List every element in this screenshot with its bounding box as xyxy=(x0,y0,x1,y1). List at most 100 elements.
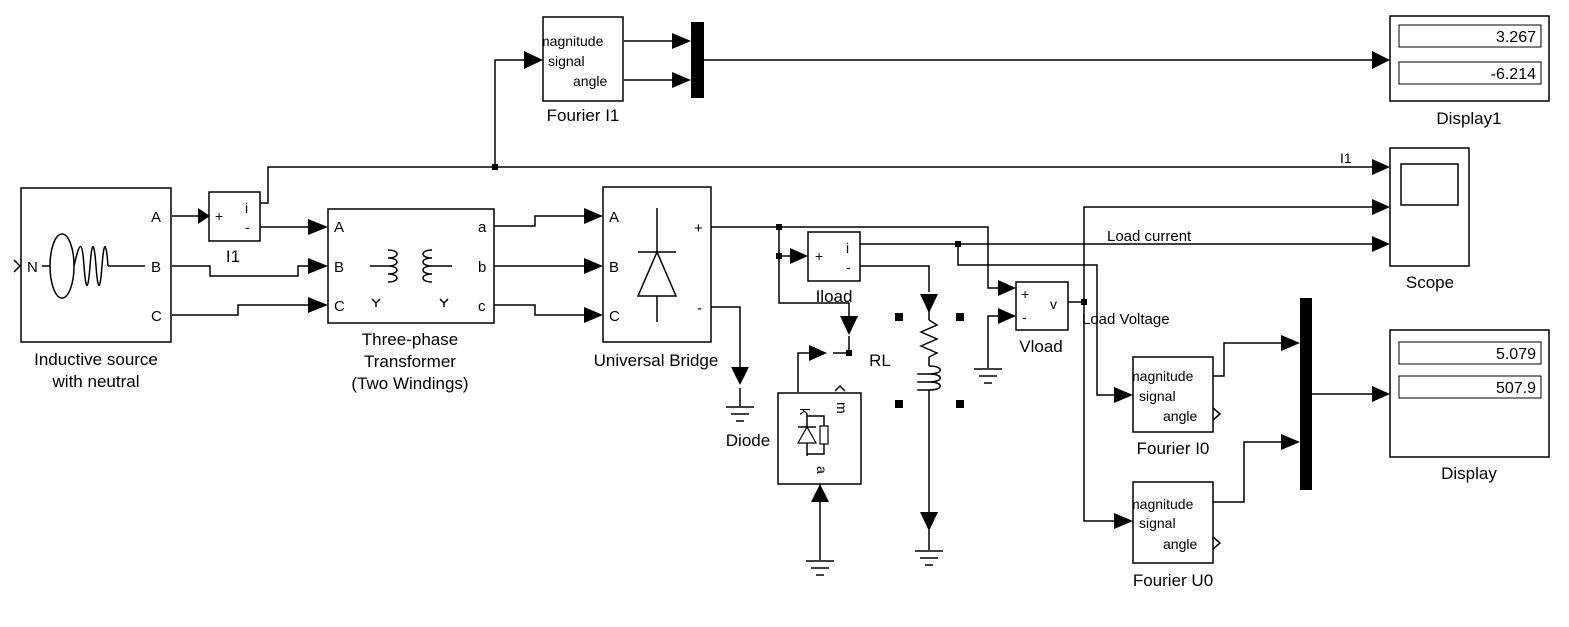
ground-icon xyxy=(974,368,1002,384)
wire-transformer-a-to-bridge xyxy=(494,215,590,227)
wire-i1-signal xyxy=(260,166,1372,204)
wire-plus-to-iload xyxy=(778,227,850,318)
port-label: - xyxy=(245,219,250,235)
port-label: a xyxy=(478,219,487,236)
block-caption: Fourier I0 xyxy=(1137,439,1210,458)
i1-meter-block[interactable]: + i - I1 xyxy=(208,191,261,266)
port-label: + xyxy=(215,208,223,224)
arrow-right-icon xyxy=(672,72,691,88)
arrow-right-icon xyxy=(998,308,1016,324)
port-label: B xyxy=(334,259,344,276)
diode-snubber-icon xyxy=(796,414,829,456)
scope-screen-icon xyxy=(1400,163,1459,206)
port-label: i xyxy=(846,240,849,256)
arrow-right-icon xyxy=(584,258,603,274)
block-caption: Three-phase xyxy=(362,330,458,349)
arrow-right-icon xyxy=(1281,434,1300,450)
port-label: B xyxy=(609,259,619,276)
fourier-i1-block[interactable]: magnitude signal angle Fourier I1 xyxy=(538,16,624,125)
universal-bridge-block[interactable]: A B C + - Universal Bridge xyxy=(594,186,719,370)
wire-load-voltage-to-fu0 xyxy=(1083,302,1118,522)
display-block[interactable]: 5.079 507.9 Display xyxy=(1389,329,1550,483)
iload-meter-block[interactable]: + i - Iload xyxy=(807,231,861,306)
port-label: - xyxy=(1022,309,1027,325)
port-label: + xyxy=(1021,286,1029,302)
arrow-right-icon xyxy=(809,345,827,361)
wire-vload-minus xyxy=(987,315,1004,368)
block-caption: I1 xyxy=(226,247,240,266)
arrow-down-icon xyxy=(920,294,938,313)
arrow-right-icon xyxy=(672,33,691,49)
arrow-right-icon xyxy=(1372,236,1390,252)
port-label: signal xyxy=(548,53,585,69)
arrow-right-icon xyxy=(1372,386,1390,402)
arrow-up-icon xyxy=(811,484,829,502)
arrow-right-icon xyxy=(1372,159,1390,175)
diode-block[interactable]: k m a Diode xyxy=(726,384,862,485)
block-caption: Fourier I1 xyxy=(547,106,620,125)
display-field xyxy=(1398,341,1542,365)
arrow-down-icon xyxy=(731,367,749,385)
wire-load-voltage xyxy=(1068,206,1372,303)
junctions xyxy=(492,164,1087,356)
arrow-right-icon xyxy=(1114,513,1133,529)
wire-load-current-to-fi0 xyxy=(957,244,1118,396)
mux-bar[interactable] xyxy=(691,22,704,98)
rl-block[interactable]: RL xyxy=(869,313,964,408)
arrow-right-icon xyxy=(308,297,328,313)
display1-block[interactable]: 3.267 -6.214 Display1 xyxy=(1389,15,1550,128)
fourier-i0-block[interactable]: magnitude signal angle Fourier I0 xyxy=(1128,356,1222,458)
junction-dot xyxy=(776,224,782,230)
junction-dot xyxy=(955,241,961,247)
port-label: + xyxy=(694,220,703,237)
arrow-right-icon xyxy=(524,51,543,69)
display-value: 3.267 xyxy=(1496,29,1536,46)
signal-label-i1: I1 xyxy=(1340,150,1352,166)
vload-meter-block[interactable]: + - v Vload xyxy=(1015,281,1069,356)
port-label: A xyxy=(609,209,619,226)
mux-bar[interactable] xyxy=(1300,298,1312,490)
port-label: + xyxy=(815,248,823,264)
block-caption: with neutral xyxy=(52,372,140,391)
arrowheads xyxy=(198,33,1390,531)
wire-fi0-mag xyxy=(1213,342,1284,377)
port-label: angle xyxy=(1163,408,1197,424)
port-label: C xyxy=(609,308,620,325)
ground-symbols xyxy=(726,368,1002,576)
block-caption: Universal Bridge xyxy=(594,351,719,370)
port-label: C xyxy=(151,308,162,325)
source-coil-icon xyxy=(42,233,145,299)
block-caption: Iload xyxy=(816,287,853,306)
wire-source-c-to-transformer-c xyxy=(172,304,320,316)
display-value: -6.214 xyxy=(1491,66,1536,83)
arrow-down-icon xyxy=(840,316,858,335)
wire-transformer-c-to-bridge xyxy=(494,304,590,316)
transformer-block[interactable]: A B C a b c Three-phase Transformer (Two… xyxy=(327,208,495,393)
wire-i1-to-fourier xyxy=(494,59,532,167)
ground-icon xyxy=(806,560,834,576)
block-caption: Diode xyxy=(726,431,770,450)
port-label: v xyxy=(1050,296,1057,312)
wire-fu0-mag xyxy=(1213,441,1284,503)
port-label: a xyxy=(814,466,830,474)
block-caption: RL xyxy=(869,351,891,370)
wire-source-b-to-transformer-b xyxy=(172,265,320,277)
port-label: k xyxy=(797,408,813,416)
arrow-right-icon xyxy=(998,280,1016,296)
port-label: signal xyxy=(1139,388,1176,404)
port-label: B xyxy=(151,259,161,276)
block-caption: Fourier U0 xyxy=(1133,571,1213,590)
fourier-u0-block[interactable]: magnitude signal angle Fourier U0 xyxy=(1128,481,1222,590)
wire-iload-to-rl xyxy=(860,265,930,292)
wire-bridge-minus xyxy=(711,306,741,370)
arrow-right-icon xyxy=(790,248,808,264)
ground-icon xyxy=(915,550,943,566)
port-label: A xyxy=(334,219,344,236)
scope-block[interactable]: Scope xyxy=(1389,147,1470,292)
junction-dot xyxy=(776,253,782,259)
arrow-right-icon xyxy=(1281,335,1300,351)
signal-label-load-voltage: Load Voltage xyxy=(1082,311,1170,328)
arrow-right-icon xyxy=(1114,387,1133,403)
arrow-right-icon xyxy=(198,208,210,224)
inductive-source-block[interactable]: N A B C Inductive source with neutral xyxy=(13,187,172,391)
